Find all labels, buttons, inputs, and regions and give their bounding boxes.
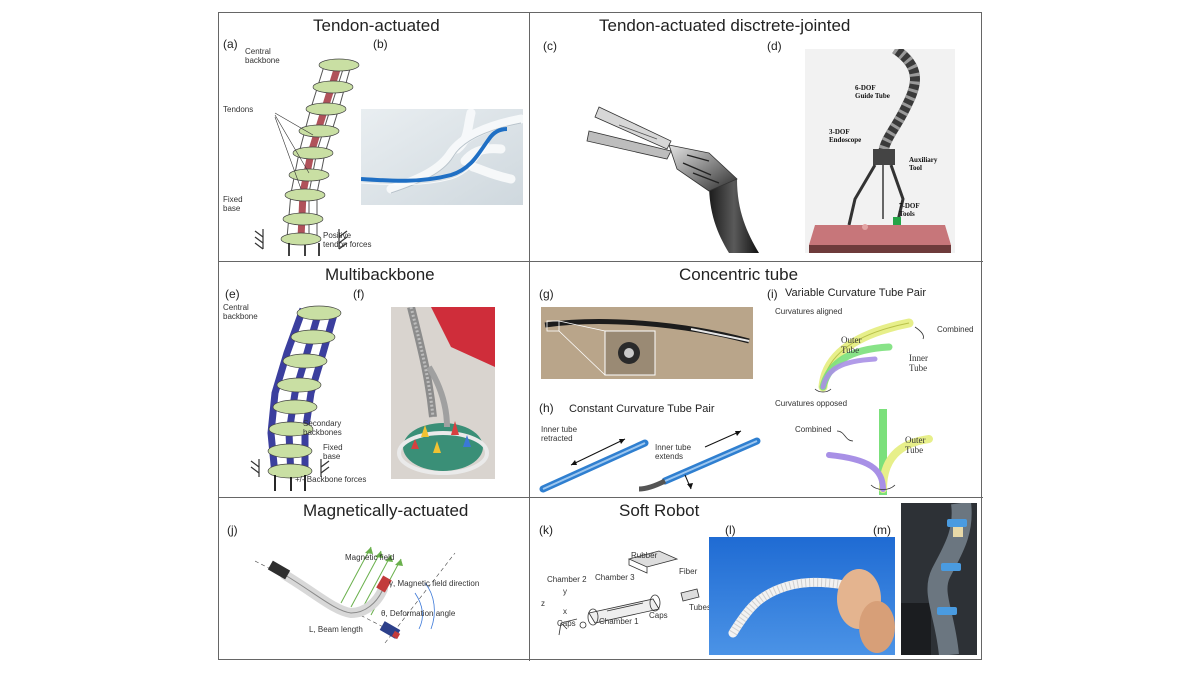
panel-d-aux-tool: Auxiliary Tool	[909, 156, 938, 172]
panel-k-caps1: Caps	[557, 619, 576, 628]
panel-a-positive-forces: Positive tendon forces	[323, 231, 372, 250]
panel-k-chamber3: Chamber 3	[595, 573, 635, 582]
panel-j-gamma: γ, Magnetic field direction	[389, 579, 480, 588]
panel-g-photo	[541, 307, 753, 379]
panel-k-chamber2: Chamber 2	[547, 575, 587, 584]
panel-label-a: (a)	[223, 37, 238, 51]
panel-i-combined: Combined	[937, 325, 974, 334]
panel-k-chamber1: Chamber 1	[599, 617, 639, 626]
panel-label-k: (k)	[539, 523, 553, 537]
panel-k-fiber: Fiber	[679, 567, 698, 576]
divider-vertical	[529, 13, 530, 661]
panel-i-inner: Inner Tube	[909, 353, 928, 374]
panel-m-photo	[901, 503, 977, 655]
panel-j-field: Magnetic field	[345, 553, 395, 562]
panel-a-fixed-base: Fixed base	[223, 195, 243, 214]
panel-label-d: (d)	[767, 39, 782, 53]
panel-e-illustration	[235, 293, 355, 493]
panel-e-central-backbone: Central backbone	[223, 303, 258, 322]
panel-k-axis-z: z	[541, 599, 545, 608]
panel-k-illustration	[537, 539, 717, 649]
section-title-concentric: Concentric tube	[679, 265, 799, 284]
panel-h-illustration	[535, 419, 765, 495]
section-title-soft: Soft Robot	[619, 501, 700, 520]
divider-row2	[219, 497, 983, 498]
panel-i-combined2: Combined	[795, 425, 832, 434]
figure: Tendon-actuated Tendon-actuated disctret…	[218, 12, 983, 661]
panel-label-c: (c)	[543, 39, 557, 53]
panel-d-guide-tube: 6-DOF Guide Tube	[855, 84, 890, 100]
panel-label-l: (l)	[725, 523, 736, 537]
panel-k-caps2: Caps	[649, 611, 668, 620]
panel-f-photo	[391, 307, 495, 479]
panel-h-extends: Inner tube extends	[655, 443, 692, 462]
panel-d-endoscope: 3-DOF Endoscope	[829, 128, 862, 144]
section-title-tendon: Tendon-actuated	[313, 16, 440, 35]
panel-label-h: (h)	[539, 401, 554, 415]
panel-e-forces: +/- Backbone forces	[295, 475, 367, 484]
panel-i-outer2: Outer Tube	[905, 435, 926, 456]
panel-i-outer: Outer Tube	[841, 335, 862, 356]
section-title-magnetic: Magnetically-actuated	[303, 501, 469, 520]
panel-i-opposed: Curvatures opposed	[775, 399, 848, 408]
panel-e-fixed-base: Fixed base	[323, 443, 343, 462]
divider-row1	[219, 261, 983, 262]
panel-label-f: (f)	[353, 287, 365, 301]
panel-label-b: (b)	[373, 37, 388, 51]
panel-i-aligned: Curvatures aligned	[775, 307, 843, 316]
panel-d-photo	[805, 49, 955, 253]
panel-j-length: L, Beam length	[309, 625, 363, 634]
panel-k-axis-x: x	[563, 607, 567, 616]
panel-c-photo	[559, 83, 759, 253]
panel-a-illustration	[239, 43, 369, 258]
panel-label-g: (g)	[539, 287, 554, 301]
section-title-multibackbone: Multibackbone	[325, 265, 435, 284]
panel-d-tools: 7-DOF Tools	[899, 202, 920, 218]
panel-k-axis-y: y	[563, 587, 567, 596]
panel-i-subtitle: Variable Curvature Tube Pair	[785, 287, 927, 299]
panel-h-subtitle: Constant Curvature Tube Pair	[569, 403, 715, 415]
panel-k-tubes: Tubes	[689, 603, 711, 612]
panel-a-tendons: Tendons	[223, 105, 254, 114]
panel-j-theta: θ, Deformation angle	[381, 609, 456, 618]
panel-b-photo	[361, 109, 523, 205]
panel-l-photo	[709, 537, 895, 655]
panel-label-m: (m)	[873, 523, 891, 537]
panel-a-central-backbone: Central backbone	[245, 47, 280, 66]
panel-h-retracted: Inner tube retracted	[541, 425, 578, 444]
panel-j-illustration	[255, 533, 495, 657]
panel-label-e: (e)	[225, 287, 240, 301]
panel-label-j: (j)	[227, 523, 238, 537]
panel-e-secondary: Secondary backbones	[303, 419, 342, 438]
panel-i-illustration	[779, 309, 979, 495]
panel-label-i: (i)	[767, 287, 778, 301]
panel-k-rubber: Rubber	[631, 551, 658, 560]
section-title-discrete: Tendon-actuated disctrete-jointed	[599, 16, 851, 35]
